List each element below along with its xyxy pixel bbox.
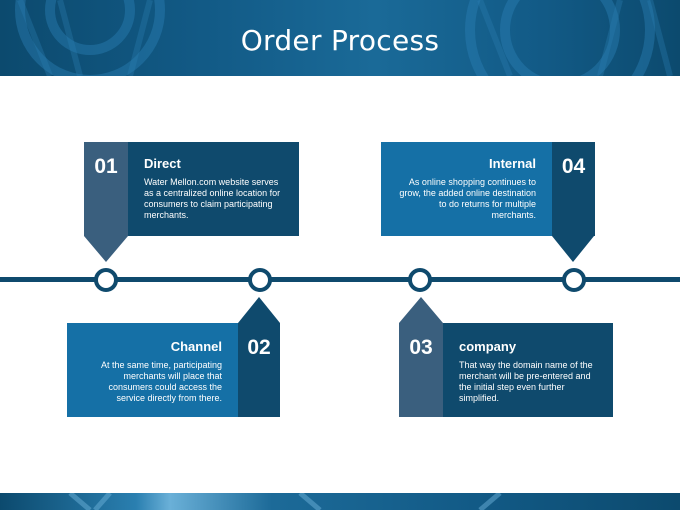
timeline-node-04 xyxy=(562,268,586,292)
step-body-01: Water Mellon.com website serves as a cen… xyxy=(144,177,281,220)
step-text-03: company That way the domain name of the … xyxy=(443,323,613,417)
step-pointer-03 xyxy=(399,297,443,323)
header-banner: Order Process xyxy=(0,0,680,76)
step-body-03: That way the domain name of the merchant… xyxy=(459,360,593,403)
step-card-04: Internal As online shopping continues to… xyxy=(381,142,595,236)
step-card-03: 03 company That way the domain name of t… xyxy=(399,323,613,417)
timeline-node-01 xyxy=(94,268,118,292)
step-heading-02: Channel xyxy=(170,339,222,354)
step-pointer-01 xyxy=(84,236,128,262)
footer-decoration xyxy=(68,493,502,510)
timeline-node-02 xyxy=(248,268,272,292)
footer-banner xyxy=(0,493,680,510)
step-number-01: 01 xyxy=(84,142,128,236)
header-decoration xyxy=(15,0,673,76)
step-card-01: 01 Direct Water Mellon.com website serve… xyxy=(84,142,299,236)
step-text-02: Channel At the same time, participating … xyxy=(67,323,238,417)
page-title: Order Process xyxy=(240,24,440,57)
step-number-04: 04 xyxy=(552,142,595,236)
step-number-02: 02 xyxy=(238,323,280,417)
step-pointer-02 xyxy=(238,297,280,323)
timeline-node-03 xyxy=(408,268,432,292)
step-heading-03: company xyxy=(459,339,517,354)
step-text-04: Internal As online shopping continues to… xyxy=(381,142,552,236)
timeline-line xyxy=(0,277,680,282)
step-pointer-04 xyxy=(552,236,594,262)
step-card-02: Channel At the same time, participating … xyxy=(67,323,280,417)
step-text-01: Direct Water Mellon.com website serves a… xyxy=(128,142,299,236)
step-body-02: At the same time, participating merchant… xyxy=(100,360,222,403)
step-heading-04: Internal xyxy=(489,156,536,171)
step-body-04: As online shopping continues to grow, th… xyxy=(399,177,536,220)
step-number-03: 03 xyxy=(399,323,443,417)
step-heading-01: Direct xyxy=(144,156,181,171)
